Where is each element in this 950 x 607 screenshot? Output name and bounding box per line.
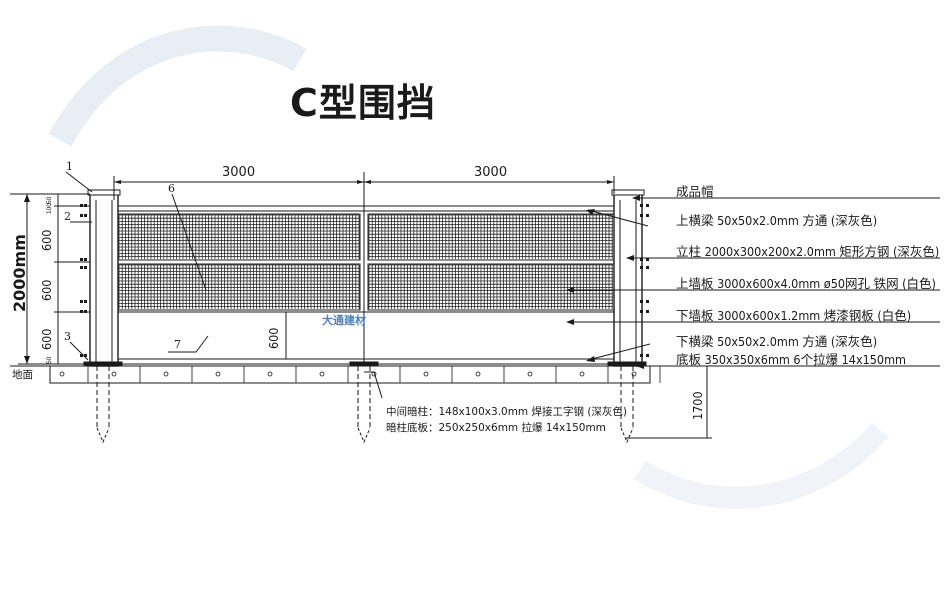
post-right [613, 193, 643, 367]
watermark-logo: 大通建材 [322, 314, 366, 327]
arrow-dim-right [607, 180, 614, 184]
arrow-cap [632, 195, 640, 201]
mesh-grid-top-left [118, 214, 360, 259]
mesh-frame-top-left [117, 213, 361, 261]
leader-1 [65, 171, 93, 193]
leader-3 [69, 341, 89, 361]
part-number-3: 3 [64, 330, 71, 343]
mesh-grid-bottom-right [368, 264, 613, 309]
note-hidden-post: 中间暗柱：148x100x3.0mm 焊接工字钢 (深灰色) [386, 406, 628, 418]
post-studs [80, 204, 649, 357]
ground-label: 地面 [12, 369, 33, 381]
mesh-grid-bottom-left [118, 264, 360, 309]
arrow-dim-mid-l [357, 180, 364, 184]
pile-right-tip [620, 427, 634, 444]
pile-middle-tip [357, 427, 371, 444]
base-plate-middle [349, 361, 379, 367]
dim-total-height: 2000mm [10, 234, 29, 312]
arrow-post [626, 255, 634, 261]
background-swoosh [48, 25, 307, 147]
callout-bottom-beam: 下横梁 50x50x2.0mm 方通 (深灰色) [676, 334, 878, 349]
arrow-top-beam [586, 209, 595, 215]
arrow-upper-panel [566, 287, 574, 293]
note-hidden-post-base: 暗柱底板：250x250x6mm 拉爆 14x150mm [386, 422, 606, 434]
arrow-lower-panel [566, 319, 574, 325]
arrow-base-plate [636, 363, 644, 369]
post-left [89, 193, 119, 367]
arrow-dim-left [114, 180, 121, 184]
dim-pile-depth: 1700 [690, 391, 705, 420]
dim-bottom-small: 50 [46, 356, 53, 364]
callout-top-beam: 上横梁 50x50x2.0mm 方通 (深灰色) [676, 213, 878, 228]
callout-base-plate: 底板 350x350x6mm 6个拉爆 14x150mm [676, 352, 906, 367]
page-title: C型围挡 [290, 81, 436, 125]
dim-width-right: 3000 [474, 165, 508, 180]
post-left-cap [87, 189, 121, 196]
arrow-bottom-beam [586, 356, 595, 362]
callout-upper-panel: 上墙板 3000x600x4.0mm ø50网孔 铁网 (白色) [676, 276, 936, 291]
base-plate-right [607, 361, 647, 367]
part-number-2: 2 [64, 210, 71, 223]
dim-segment-top: 600 [39, 229, 54, 251]
detail-layer [59, 204, 661, 383]
callout-cap: 成品帽 [676, 184, 714, 199]
background-swoosh-2 [634, 422, 889, 509]
mesh-frame-bottom-right [367, 263, 615, 311]
leader-top-beam [587, 209, 649, 227]
pile-middle [357, 366, 371, 428]
callout-lower-panel: 下墙板 3000x600x1.2mm 烤漆钢板 (白色) [676, 308, 912, 323]
pile-left-tip [96, 427, 110, 444]
callout-post: 立柱 2000x300x200x2.0mm 矩形方钢 (深灰色) [676, 244, 940, 259]
arrow-height-bottom [24, 356, 30, 364]
post-right-cap [611, 189, 645, 196]
part-number-6: 6 [168, 182, 175, 195]
dim-segment-bottom: 600 [39, 328, 54, 350]
leader-7 [168, 335, 209, 353]
mesh-layer [118, 214, 613, 309]
pile-left [96, 366, 110, 428]
leader-bottom-beam [587, 343, 651, 361]
part-number-7: 7 [174, 338, 181, 351]
dim-segment-mid: 600 [39, 279, 54, 301]
dim-top-small-2: 100 [46, 203, 53, 214]
dim-gap-height: 600 [266, 327, 281, 349]
pile-right [620, 366, 634, 428]
mesh-frame-top-right [367, 213, 615, 261]
ground-anchor-circles [59, 366, 661, 383]
mesh-grid-top-right [368, 214, 613, 259]
arrow-height-top [24, 194, 30, 202]
part-number-1: 1 [66, 160, 73, 173]
arrow-dim-mid-r [364, 180, 371, 184]
base-plate-left [83, 361, 123, 367]
top-beam [117, 205, 615, 212]
mesh-frame-bottom-left [117, 263, 361, 311]
dim-width-left: 3000 [222, 165, 256, 180]
